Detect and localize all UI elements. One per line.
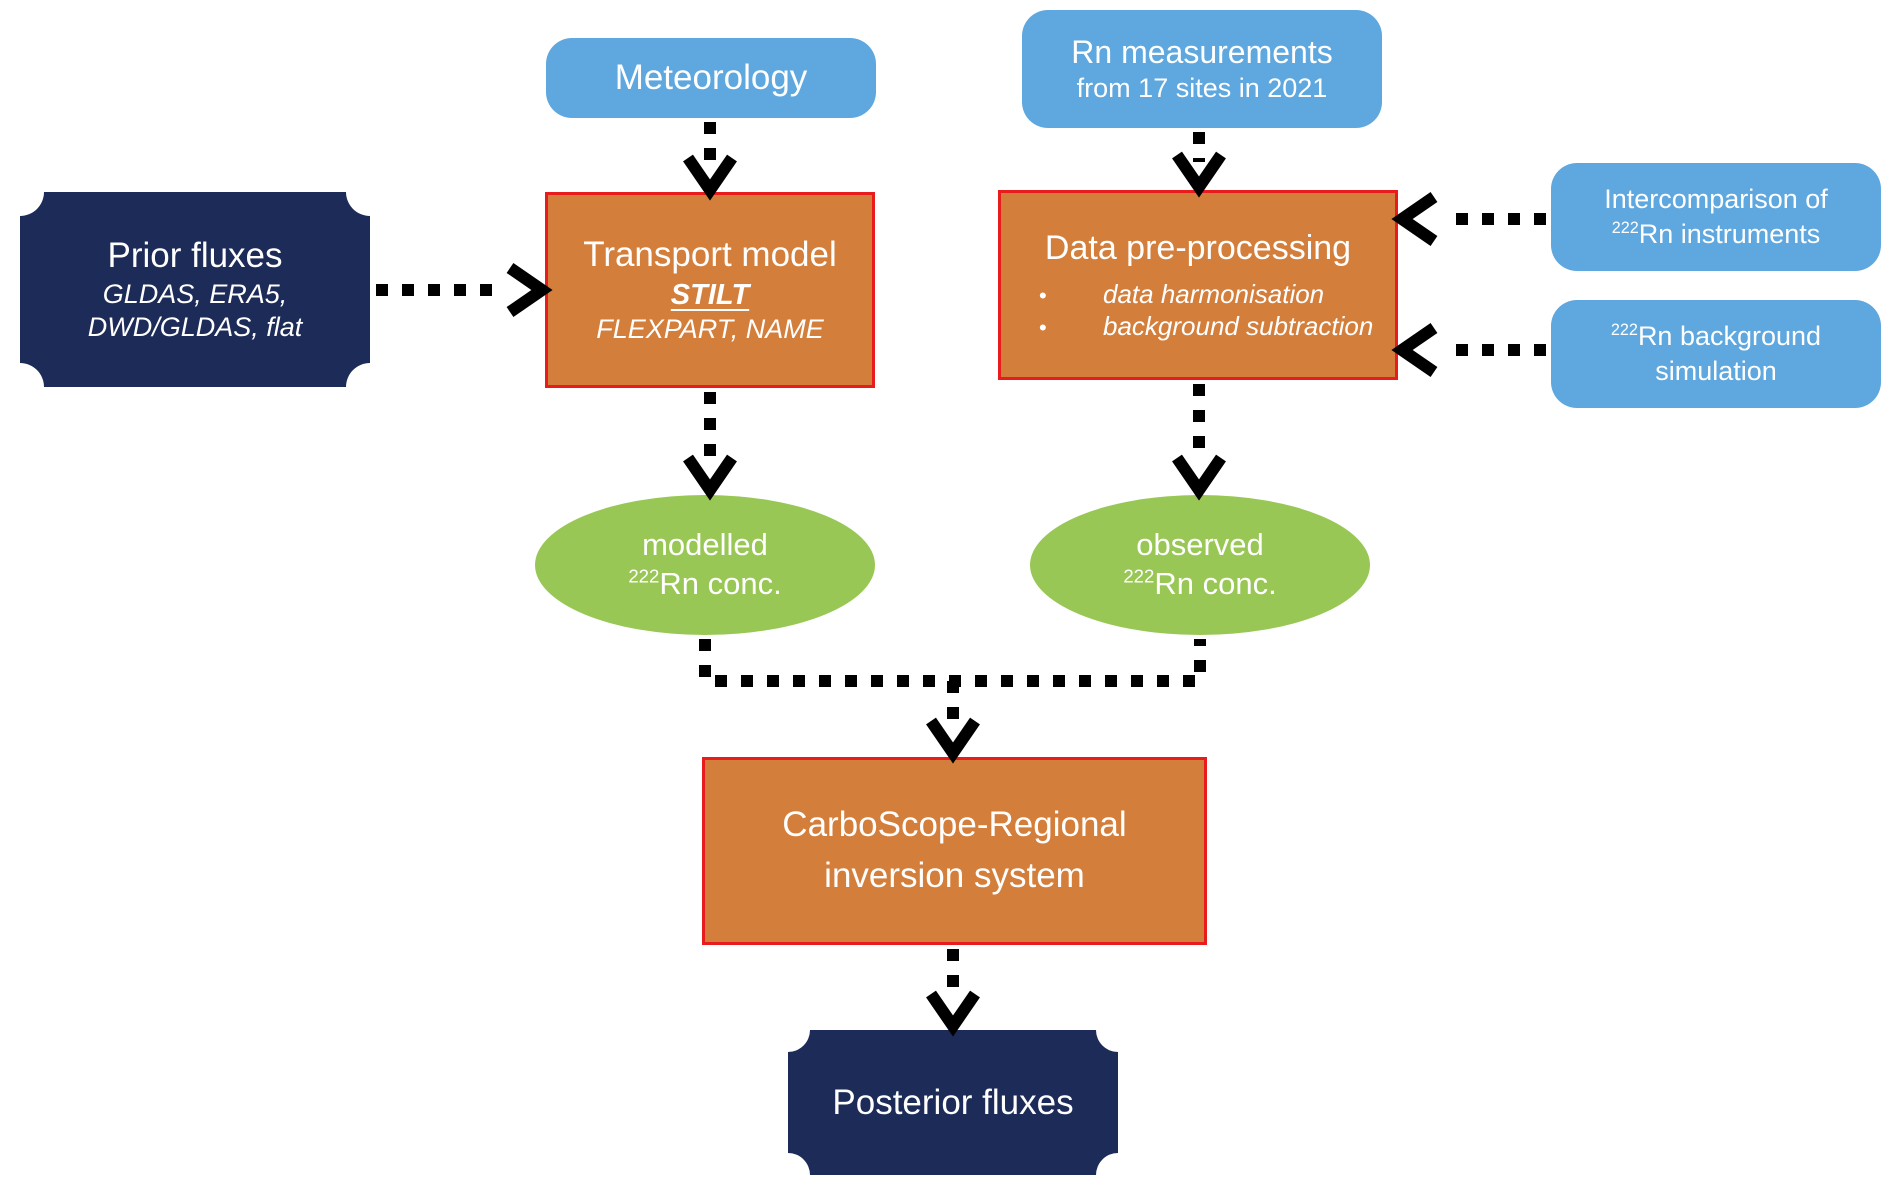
rn-measurements-line1: Rn measurements [1071,34,1333,71]
node-carboscope: CarboScope-Regional inversion system [702,757,1207,945]
observed-conc-line2: 222Rn conc. [1123,565,1277,601]
arrowhead-down-icon [683,154,737,201]
transport-model-sub: FLEXPART, NAME [596,314,824,345]
carboscope-line2: inversion system [824,856,1085,895]
data-preprocessing-title: Data pre-processing [1044,229,1352,268]
node-modelled-conc: modelled 222Rn conc. [535,495,875,635]
observed-conc-line1: observed [1136,527,1264,563]
node-intercomparison: Intercomparison of 222Rn instruments [1551,163,1881,271]
node-observed-conc: observed 222Rn conc. [1030,495,1370,635]
arrowhead-left-icon [1391,323,1438,377]
posterior-fluxes-label: Posterior fluxes [832,1082,1074,1122]
arrowhead-down-icon [926,990,980,1037]
background-simulation-line1: 222Rn background [1610,320,1822,351]
plaque-shape [788,1030,1118,1175]
node-meteorology: Meteorology [546,38,876,118]
rn-measurements-line2: from 17 sites in 2021 [1076,73,1328,104]
connector-merge-ellipses [699,639,1206,687]
data-preprocessing-item: • background subtraction [1039,311,1374,342]
transport-model-title: Transport model [583,235,837,275]
node-posterior-fluxes: Posterior fluxes [788,1030,1118,1175]
arrowhead-down-icon [683,454,737,501]
modelled-conc-line1: modelled [642,527,768,563]
prior-fluxes-title: Prior fluxes [107,235,283,275]
transport-model-stilt: STILT [670,278,750,311]
bullet-icon: • [1039,315,1047,341]
modelled-conc-line2: 222Rn conc. [628,565,782,601]
arrowhead-down-icon [1172,151,1226,198]
node-prior-fluxes: Prior fluxes GLDAS, ERA5, DWD/GLDAS, fla… [20,192,370,387]
intercomparison-line2: 222Rn instruments [1611,219,1821,249]
meteorology-label: Meteorology [614,58,808,98]
arrowhead-down-icon [1172,454,1226,501]
data-preprocessing-item: • data harmonisation [1039,278,1325,309]
node-background-simulation: 222Rn background simulation [1551,300,1881,408]
intercomparison-line1: Intercomparison of [1604,183,1828,214]
background-simulation-line2: simulation [1655,356,1777,386]
bullet-icon: • [1039,282,1047,308]
plaque-shape [20,192,370,387]
node-rn-measurements: Rn measurements from 17 sites in 2021 [1022,10,1382,128]
prior-fluxes-sub1: GLDAS, ERA5, [102,278,288,309]
arrowhead-right-icon [506,263,553,317]
carboscope-line1: CarboScope-Regional [782,805,1127,845]
node-transport-model: Transport model STILT FLEXPART, NAME [545,192,875,388]
arrowhead-left-icon [1391,192,1438,246]
prior-fluxes-sub2: DWD/GLDAS, flat [87,312,303,343]
arrowhead-down-icon [926,717,980,764]
node-data-preprocessing: Data pre-processing • data harmonisation… [998,190,1398,380]
